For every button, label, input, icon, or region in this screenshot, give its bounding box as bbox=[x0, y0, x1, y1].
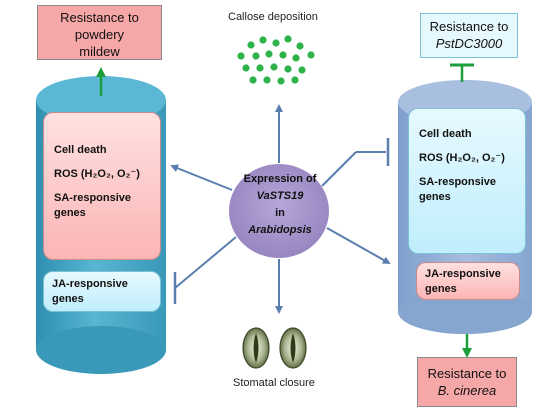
outcome-powdery-mildew: Resistance to powdery mildew bbox=[37, 5, 162, 60]
left-ja-line1: JA-responsive bbox=[52, 278, 128, 290]
outcome-pst-line2: PstDC3000 bbox=[435, 36, 503, 51]
center-gene-name: VaSTS19 bbox=[256, 190, 304, 202]
right-cell-death: Cell death bbox=[419, 128, 472, 140]
outcome-bc-line1: Resistance to bbox=[427, 366, 507, 381]
outcome-line1: Resistance to bbox=[60, 10, 139, 25]
center-organism: Arabidopsis bbox=[248, 224, 312, 236]
right-sa-line2: genes bbox=[419, 191, 451, 203]
outcome-line3: mildew bbox=[79, 44, 120, 59]
stomatal-label: Stomatal closure bbox=[233, 377, 315, 389]
outcome-line2: powdery bbox=[74, 27, 125, 42]
left-sa-line2: genes bbox=[54, 207, 86, 219]
right-ros: ROS (H₂O₂, O₂⁻) bbox=[419, 152, 505, 164]
right-ja-box: JA-responsive genes bbox=[416, 262, 520, 300]
inhibit-to-right-sa bbox=[321, 138, 390, 187]
right-sa-box: Cell death ROS (H₂O₂, O₂⁻) SA-responsive… bbox=[408, 108, 526, 254]
arrow-to-right-panel bbox=[326, 227, 391, 264]
left-ros: ROS (H₂O₂, O₂⁻) bbox=[54, 168, 140, 180]
outcome-pst: Resistance to PstDC3000 bbox=[420, 13, 518, 58]
left-ja-line2: genes bbox=[52, 293, 84, 305]
left-cell-death: Cell death bbox=[54, 144, 107, 156]
left-sa-box: Cell death ROS (H₂O₂, O₂⁻) SA-responsive… bbox=[43, 112, 161, 260]
right-sa-line1: SA-responsive bbox=[419, 176, 497, 188]
center-ellipse bbox=[229, 164, 329, 258]
left-ja-box: JA-responsive genes bbox=[43, 271, 161, 312]
outcome-b-cinerea: Resistance to B. cinerea bbox=[417, 357, 517, 407]
left-sa-line1: SA-responsive bbox=[54, 192, 132, 204]
center-line3: in bbox=[275, 207, 285, 219]
right-ja-line2: genes bbox=[425, 283, 457, 295]
inhibit-to-pst bbox=[450, 63, 474, 82]
outcome-bc-line2: B. cinerea bbox=[437, 383, 497, 398]
stomata-icon bbox=[242, 327, 307, 369]
callose-dots-icon bbox=[237, 35, 315, 85]
arrow-to-left-panel bbox=[170, 164, 233, 191]
center-label: Expression of VaSTS19 in Arabidopsis bbox=[230, 171, 330, 239]
right-ja-line1: JA-responsive bbox=[425, 268, 501, 280]
inhibit-to-left-ja bbox=[173, 236, 237, 304]
callose-label: Callose deposition bbox=[228, 11, 318, 23]
center-line1: Expression of bbox=[243, 173, 317, 185]
outcome-pst-line1: Resistance to bbox=[429, 19, 509, 34]
